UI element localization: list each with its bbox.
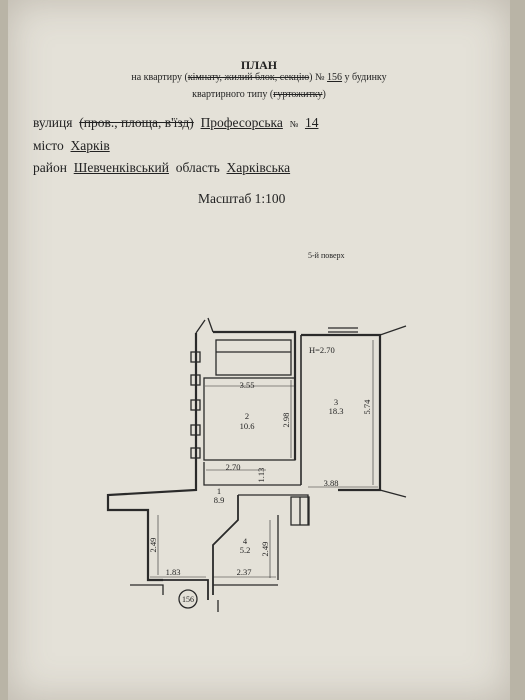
document-sheet: ПЛАН на квартиру (кімнату, жилий блок, с… (8, 0, 510, 700)
scale-label: Масштаб 1:100 (198, 191, 286, 206)
dim-2-70: 2.70 (226, 462, 241, 472)
district-line: район Шевченківський область Харківська (33, 160, 291, 175)
apartment-line: на квартиру (кімнату, жилий блок, секцію… (131, 72, 387, 83)
street-line: вулиця (пров., площа, в'їзд) Професорськ… (33, 115, 319, 130)
dim-1-13: 1.13 (256, 468, 266, 483)
room-4-number: 4 (243, 536, 248, 546)
house-number: 14 (304, 115, 319, 130)
room-3-number: 3 (334, 397, 338, 407)
apartment-number: 156 (327, 72, 343, 83)
street-value: Професорська (200, 115, 283, 130)
dim-1-83: 1.83 (166, 567, 181, 577)
floor-plan: H=2.70 2 10.6 3 18.3 1 8.9 4 5.2 3.55 2.… (106, 317, 407, 612)
room-2-outline (203, 377, 296, 461)
dim-2-49-right: 2.49 (260, 542, 270, 557)
region-value: Харківська (226, 160, 291, 175)
room-2-number: 2 (245, 411, 249, 421)
room-1-number: 1 (217, 486, 221, 496)
plan-title: ПЛАН (240, 58, 278, 72)
dim-5-74: 5.74 (362, 399, 372, 415)
room-2-area: 10.6 (240, 421, 255, 431)
apartment-tag: 156 (182, 595, 194, 604)
room-3-area: 18.3 (329, 406, 344, 416)
floor-label: 5-й поверх (308, 251, 345, 260)
city-value: Харків (70, 138, 110, 153)
district-value: Шевченківський (73, 160, 169, 175)
dim-2-37: 2.37 (237, 567, 252, 577)
dim-2-98: 2.98 (281, 413, 291, 428)
building-type-line: квартирного типу (гуртожитку) (192, 89, 326, 100)
height-label: H=2.70 (309, 345, 335, 355)
city-line: місто Харків (33, 138, 110, 153)
apartment-tag-circle (178, 589, 198, 609)
balcony (215, 339, 292, 376)
room-1-area: 8.9 (214, 495, 225, 505)
dim-3-88: 3.88 (324, 478, 339, 488)
dim-2-49-left: 2.49 (148, 538, 158, 553)
room-4-area: 5.2 (240, 545, 251, 555)
dim-3-55: 3.55 (240, 380, 255, 390)
